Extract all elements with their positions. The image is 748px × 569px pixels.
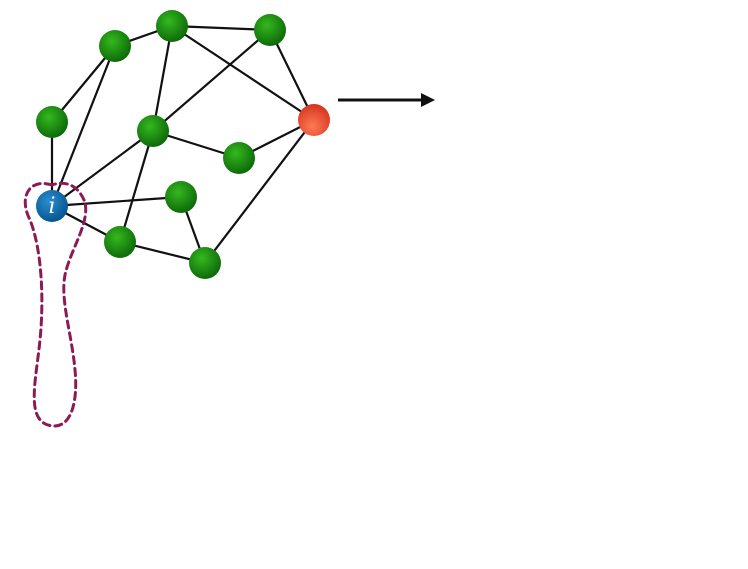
highlighted-node-label: i bbox=[48, 194, 55, 219]
arrow-head bbox=[421, 93, 435, 107]
edge bbox=[50, 129, 155, 208]
node bbox=[99, 30, 131, 62]
edge bbox=[50, 44, 117, 124]
node bbox=[36, 106, 68, 138]
edge bbox=[268, 28, 316, 122]
highlighted-node bbox=[36, 190, 68, 222]
node bbox=[137, 115, 169, 147]
edge bbox=[50, 195, 183, 208]
node bbox=[223, 142, 255, 174]
edge bbox=[203, 118, 316, 265]
node bbox=[254, 14, 286, 46]
arrow bbox=[338, 93, 435, 107]
node bbox=[189, 247, 221, 279]
edge bbox=[50, 44, 117, 208]
edge bbox=[170, 24, 316, 122]
node bbox=[104, 226, 136, 258]
edge bbox=[170, 24, 272, 32]
edge bbox=[118, 129, 155, 244]
self-loop bbox=[23, 181, 88, 428]
edge bbox=[151, 28, 272, 133]
node bbox=[156, 10, 188, 42]
edge bbox=[151, 24, 174, 133]
target-node bbox=[298, 104, 330, 136]
edges bbox=[50, 24, 316, 265]
nodes: i bbox=[36, 10, 330, 279]
node bbox=[165, 181, 197, 213]
